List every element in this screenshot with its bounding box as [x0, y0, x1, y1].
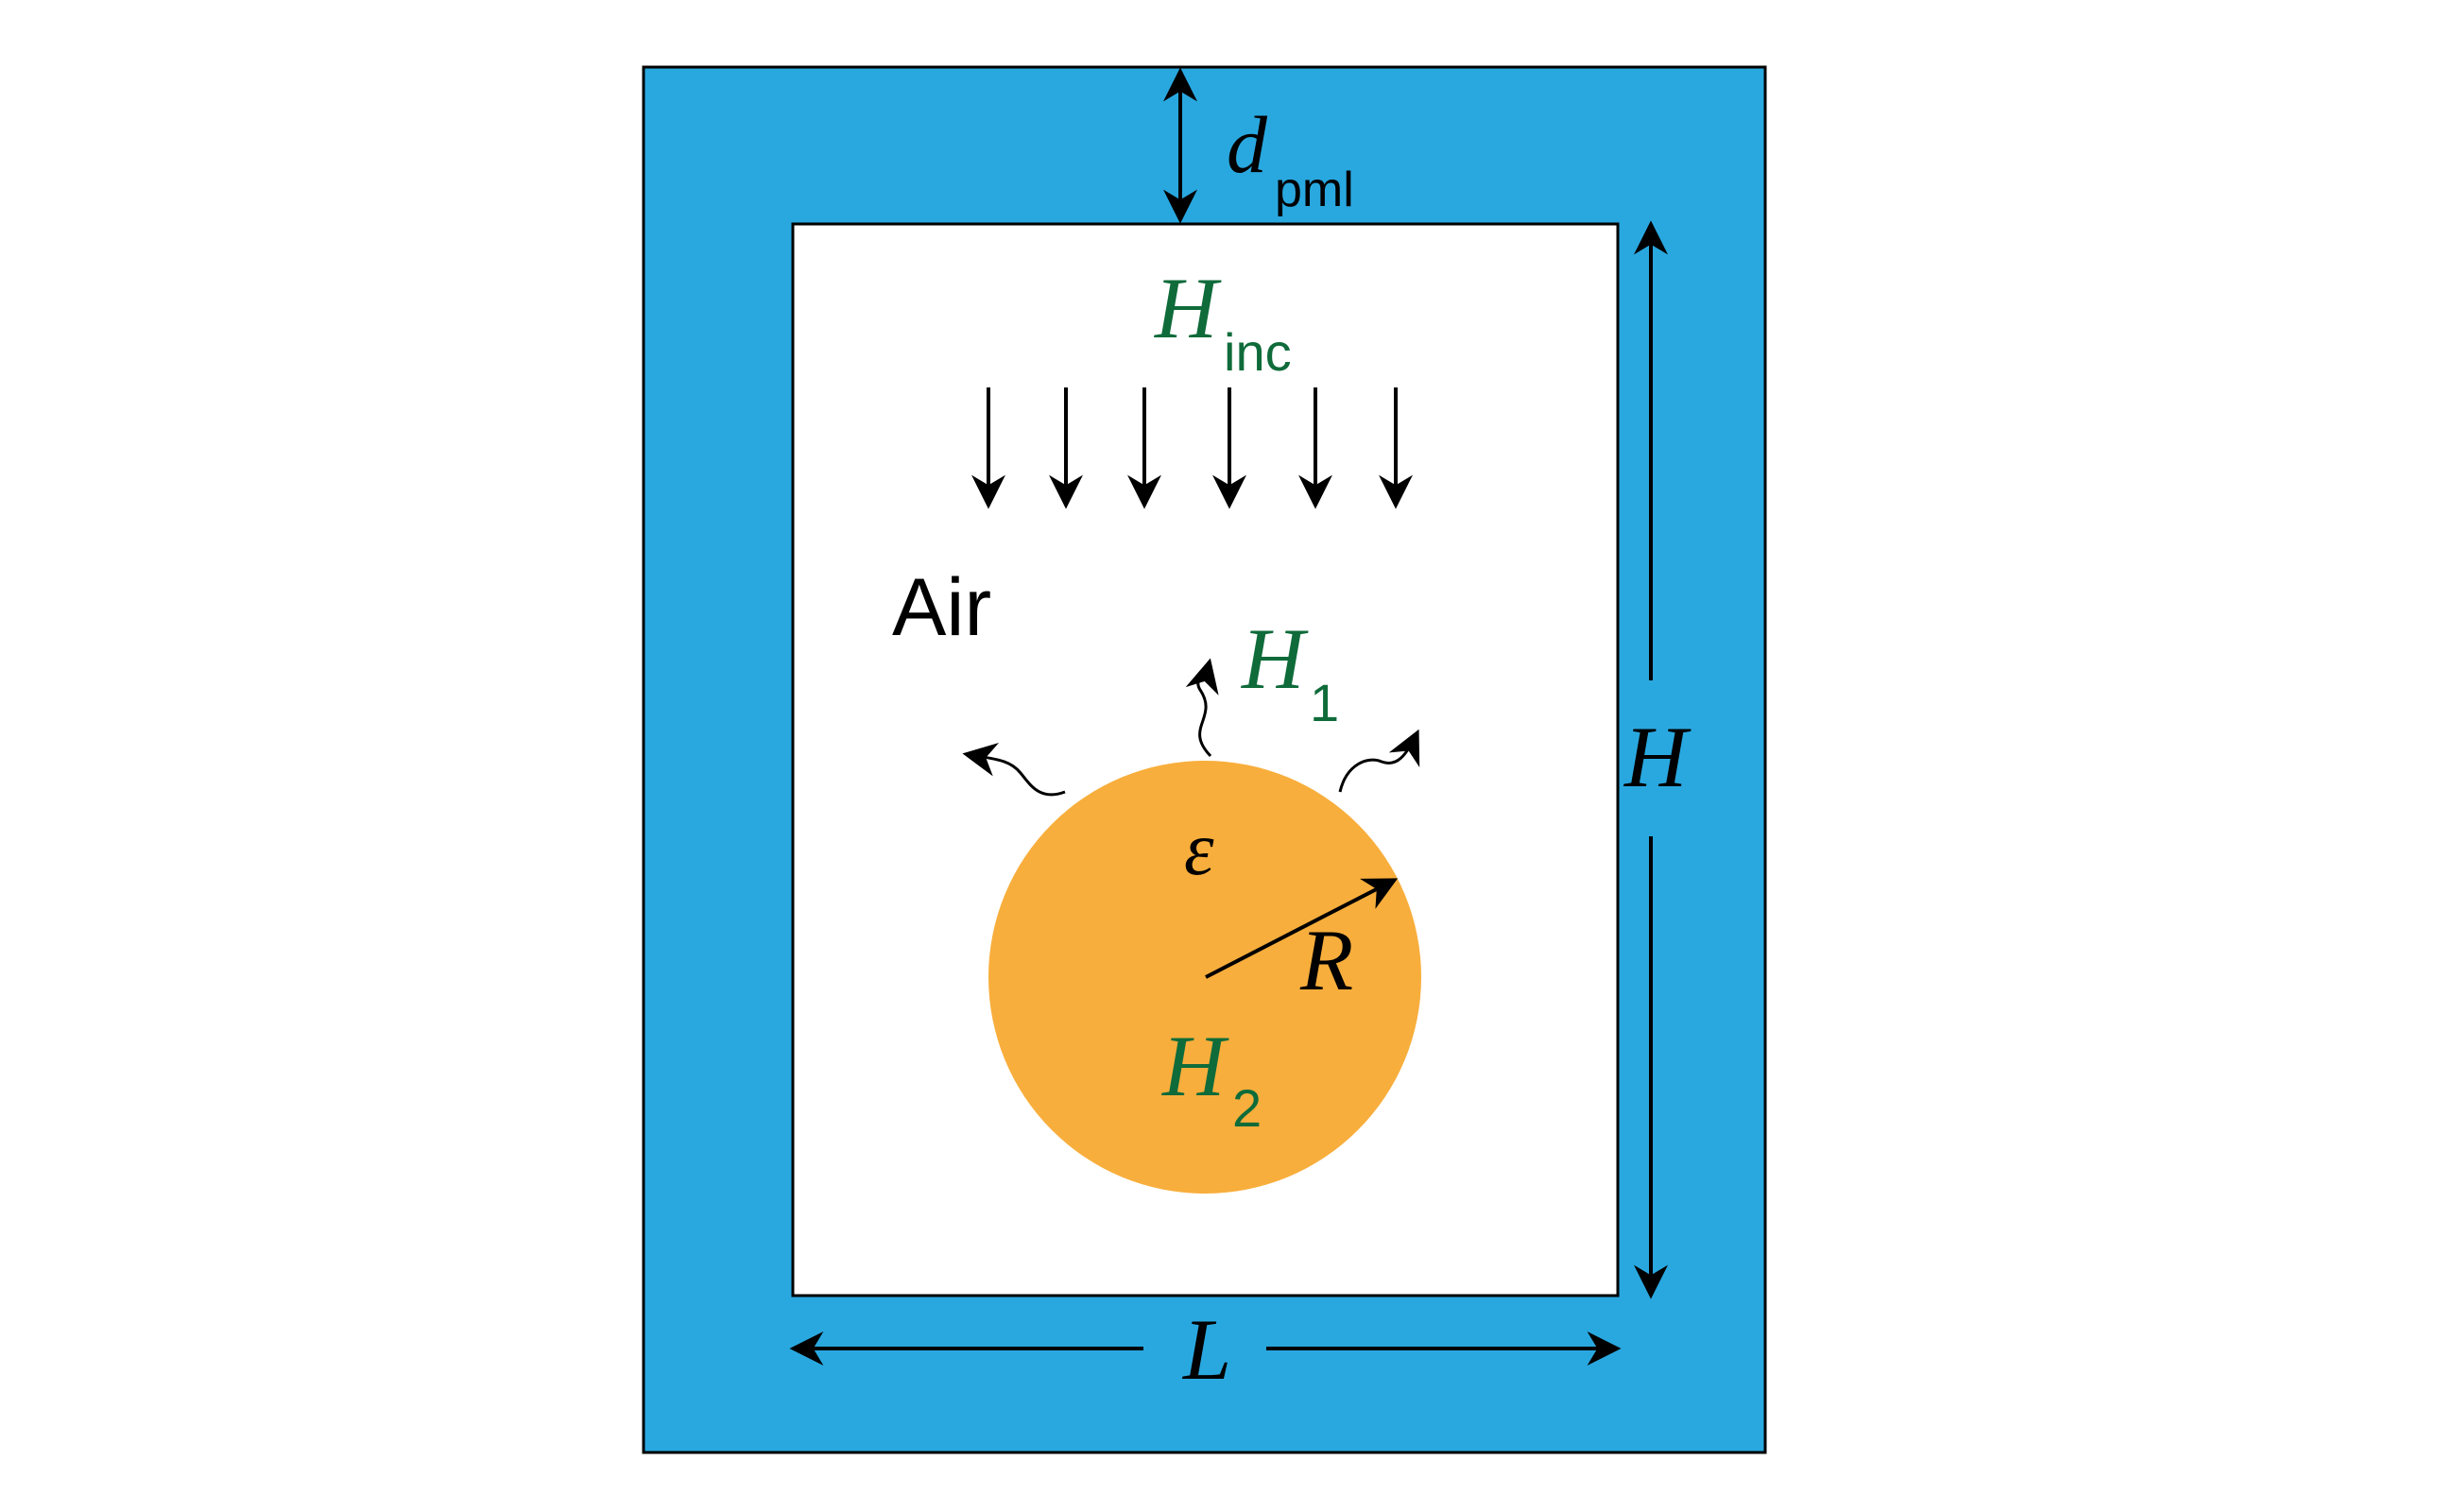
dpml-subscript: pml: [1275, 163, 1354, 217]
air-label: Air: [892, 562, 991, 653]
dpml-label: d: [1227, 99, 1268, 190]
h2-label: H: [1161, 1018, 1229, 1114]
scattered-arrow-top: [1185, 658, 1219, 758]
scattered-arrow-left: [962, 742, 1066, 797]
scatterer-cylinder: [988, 761, 1421, 1194]
radius-label: R: [1299, 912, 1353, 1008]
epsilon-label: ε: [1184, 808, 1214, 891]
scattered-arrow-right: [1338, 729, 1420, 793]
scattered-wave-arrows: [962, 658, 1420, 797]
incident-wave-arrows: [971, 387, 1413, 509]
radius-arrow: [1205, 878, 1399, 979]
h2-subscript: 2: [1232, 1078, 1262, 1138]
h-inc-label: H: [1154, 260, 1222, 356]
h-inc-subscript: inc: [1224, 322, 1292, 382]
h1-subscript: 1: [1310, 673, 1339, 732]
height-label: H: [1623, 709, 1692, 805]
h1-label: H: [1241, 610, 1309, 707]
width-label: L: [1181, 1301, 1231, 1398]
